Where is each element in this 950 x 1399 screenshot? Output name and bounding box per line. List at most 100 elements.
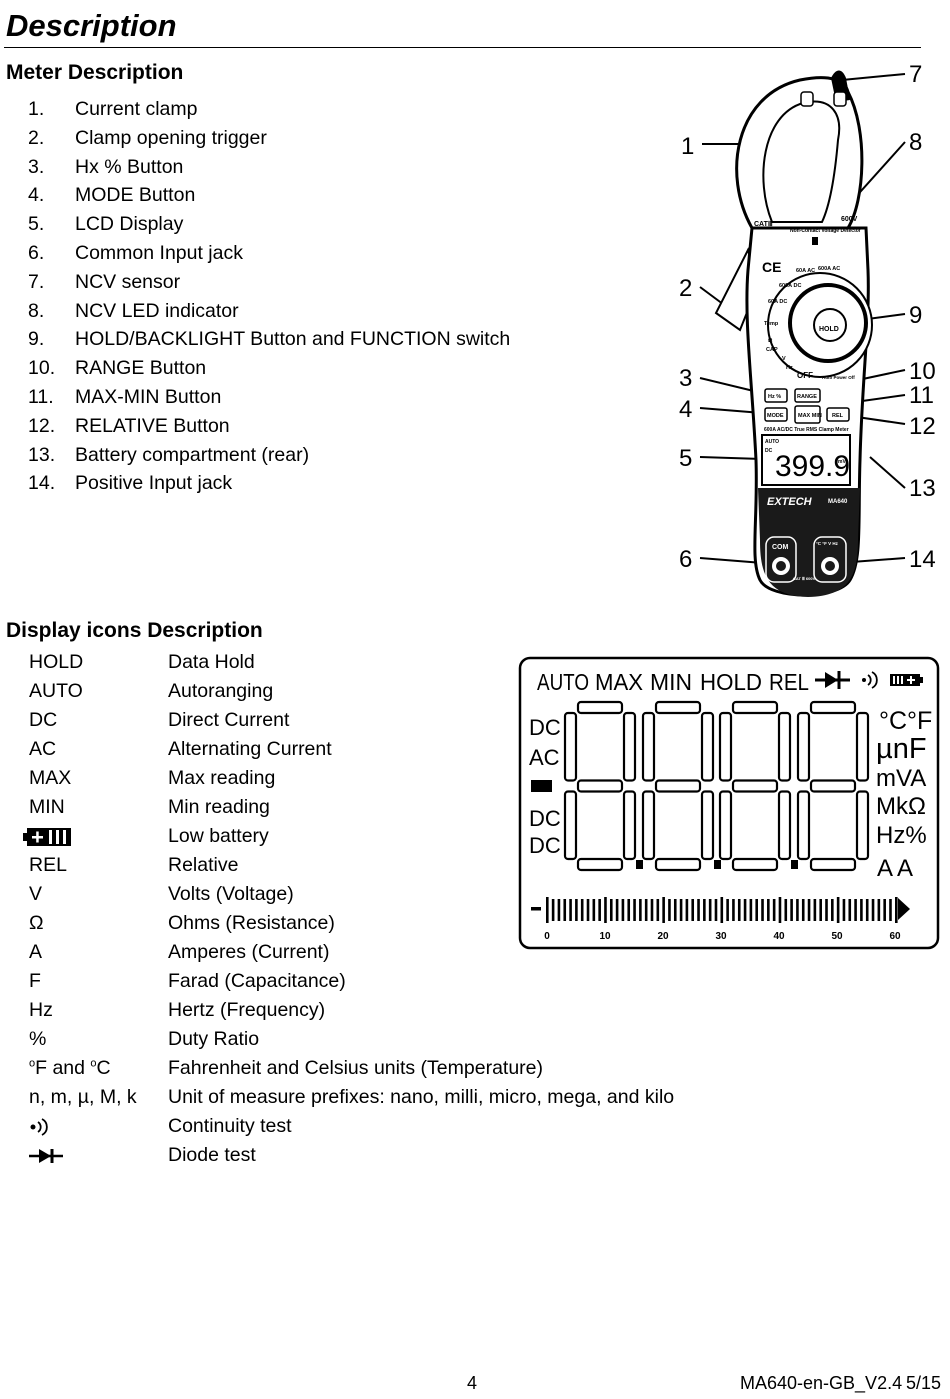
bar-scale-label: 30 — [715, 931, 727, 942]
auto-power-off-label: Auto Power Off — [822, 375, 855, 380]
icon-description: Fahrenheit and Celsius units (Temperatur… — [168, 1057, 544, 1079]
page-title: Description — [6, 8, 177, 43]
mode-button[interactable] — [764, 407, 788, 422]
lcd-digits — [563, 700, 870, 872]
lcd-dc: DC — [765, 448, 773, 454]
icon-description: Autoranging — [168, 680, 274, 702]
lcd-segment — [563, 790, 578, 861]
item-label: Positive Input jack — [75, 472, 233, 495]
callout-number: 6 — [679, 546, 692, 573]
lcd-segment — [576, 700, 624, 715]
bargraph-segment — [563, 899, 567, 921]
callout-number: 10 — [909, 358, 936, 385]
dial-label: Hz — [786, 365, 793, 371]
item-label: MAX-MIN Button — [75, 385, 222, 408]
range-button-label: RANGE — [797, 394, 817, 400]
lcd-unit: mV — [838, 459, 846, 465]
lcd-unit-farad: µnF — [876, 733, 927, 765]
icon-description: Continuity test — [168, 1115, 292, 1137]
list-item: 10.RANGE Button — [28, 357, 510, 386]
callout-number: 5 — [679, 445, 692, 472]
bargraph-segment — [639, 899, 642, 921]
lcd-segment — [654, 700, 702, 715]
icon-description: Volts (Voltage) — [168, 883, 294, 905]
max-min-button[interactable] — [794, 405, 821, 424]
bargraph-segment — [831, 899, 834, 921]
callout-number: 13 — [909, 475, 936, 502]
dial-label: 60A AC — [796, 268, 815, 274]
bargraph-segment — [627, 899, 631, 921]
lcd-segment — [622, 790, 637, 861]
item-number: 13. — [28, 443, 56, 466]
list-item: %Duty Ratio — [29, 1025, 674, 1054]
bar-scale-label: 50 — [831, 931, 843, 942]
lcd-reading: 399.9 — [775, 450, 850, 483]
icon-description: Unit of measure prefixes: nano, milli, m… — [168, 1086, 675, 1108]
com-label: COM — [772, 544, 789, 551]
dial-label: V — [782, 356, 786, 362]
hz-percent-button[interactable] — [764, 388, 788, 403]
lcd-segment — [700, 711, 715, 782]
bargraph-segment — [569, 899, 572, 921]
list-item: 1.Current clamp — [28, 98, 510, 127]
bargraph-segment — [551, 899, 555, 921]
bargraph-segment — [749, 899, 753, 921]
list-item: oF and oC Fahrenheit and Celsius units (… — [29, 1054, 674, 1083]
positive-input-jack[interactable]: °C °F V Hz — [813, 536, 847, 583]
lcd-segment — [731, 857, 779, 872]
icon-symbol: MAX — [29, 767, 72, 789]
lcd-decimal-point — [791, 860, 798, 869]
icon-description: Min reading — [168, 796, 270, 818]
common-input-jack[interactable]: COM — [765, 536, 797, 583]
function-switch[interactable]: HOLD 60A AC 600A AC 600A DC 60A DC Temp … — [764, 266, 873, 380]
lcd-segment — [809, 700, 857, 715]
page-of-total: 5/15 — [906, 1373, 942, 1393]
lcd-battery-icon — [890, 674, 923, 686]
list-item: 14. Positive Input jack — [28, 472, 510, 501]
bargraph-segment — [767, 899, 770, 921]
lcd-dc-label-2: DC — [529, 806, 561, 831]
lcd-segment — [576, 779, 624, 793]
bargraph-segment — [650, 899, 654, 921]
list-item: 3.Hx % Button — [28, 156, 510, 185]
callout-number: 3 — [679, 365, 692, 392]
bargraph-segment — [842, 899, 846, 921]
icon-description: Low battery — [168, 825, 269, 847]
callout-number: 7 — [909, 61, 922, 88]
lcd-segment — [654, 857, 702, 872]
item-number: 7. — [28, 270, 45, 293]
list-item: Low battery — [23, 822, 674, 851]
lcd-segment — [809, 779, 857, 793]
bargraph-segment — [598, 899, 601, 921]
icon-symbol: % — [29, 1028, 47, 1050]
lcd-segment — [576, 857, 624, 872]
bargraph-segment — [586, 899, 590, 921]
icon-symbol: Hz — [29, 999, 53, 1021]
max-min-button-label: MAX MIN — [798, 413, 822, 419]
item-label: Battery compartment (rear) — [75, 443, 310, 466]
list-item: 8.NCV LED indicator — [28, 300, 510, 329]
item-label: NCV LED indicator — [75, 299, 239, 322]
dial-label: Ω — [768, 338, 773, 344]
lcd-segment — [654, 779, 702, 793]
page-number: 4 — [467, 1373, 478, 1393]
bargraph-segment — [580, 899, 584, 921]
lcd-segment — [855, 711, 870, 782]
item-number: 14. — [28, 472, 56, 495]
range-button[interactable] — [794, 388, 821, 403]
title-rule — [4, 47, 921, 48]
lcd-segment — [563, 711, 578, 782]
rel-button[interactable] — [826, 407, 850, 422]
bargraph-segment — [557, 899, 561, 921]
icon-symbol: REL — [29, 854, 67, 876]
item-label: Hx % Button — [75, 155, 184, 178]
lcd-unit-mkohm: MkΩ — [876, 793, 926, 820]
callout-number: 14 — [909, 546, 936, 573]
diode-icon — [29, 1148, 63, 1163]
dial-label: 60A DC — [768, 299, 787, 305]
